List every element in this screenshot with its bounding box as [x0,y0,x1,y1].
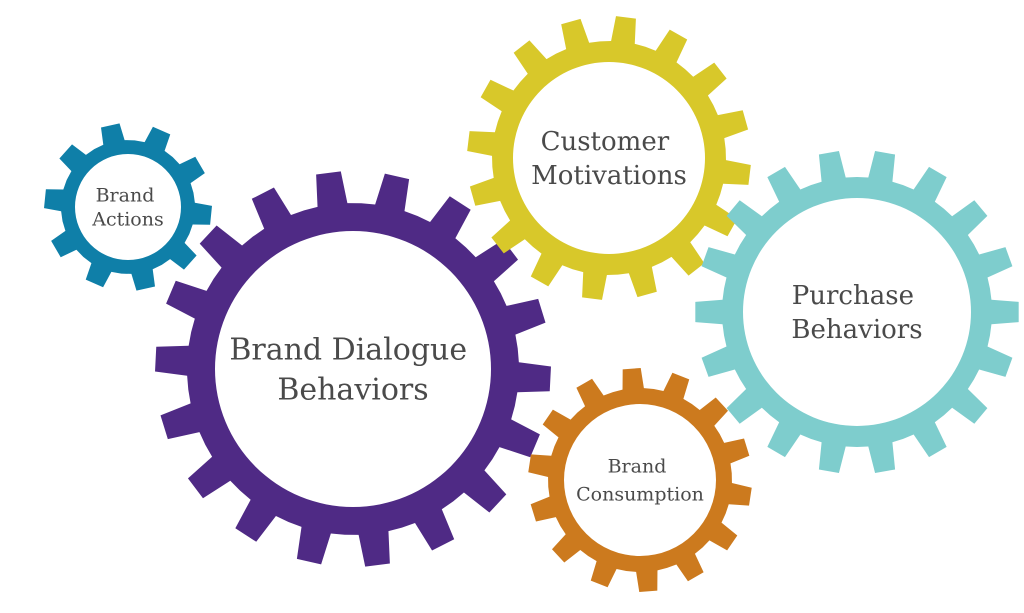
gear-brand-consumption-shape [528,368,752,592]
gear-purchase-behaviors-label-line-2: Behaviors [791,315,922,345]
gear-brand-actions-label-line-2: Actions [91,209,164,231]
gear-customer-motivations-label: Customer Motivations [531,127,687,191]
gear-brand-dialogue-behaviors: Brand Dialogue Behaviors [155,171,551,567]
gear-brand-actions-shape [44,123,212,291]
gear-brand-consumption: Brand Consumption [528,368,752,592]
gear-purchase-behaviors-label: Purchase Behaviors [791,281,922,345]
gear-brand-actions-label-line-1: Brand [96,185,155,207]
gear-brand-actions: Brand Actions [44,123,212,291]
gear-brand-consumption-label: Brand Consumption [576,456,704,506]
gear-purchase-behaviors-shape [695,151,1019,473]
gear-brand-consumption-label-line-1: Brand [608,456,667,478]
gear-customer-motivations-label-line-2: Motivations [531,161,687,191]
gear-brand-dialogue-behaviors-label: Brand Dialogue Behaviors [229,333,476,408]
gear-purchase-behaviors: Purchase Behaviors [695,151,1019,473]
gear-purchase-behaviors-label-line-1: Purchase [792,281,914,311]
gear-brand-dialogue-behaviors-shape [155,171,551,567]
gear-customer-motivations-shape [467,16,751,300]
gear-brand-dialogue-behaviors-label-line-2: Behaviors [277,373,428,408]
gear-customer-motivations-label-line-1: Customer [541,127,670,157]
gear-customer-motivations: Customer Motivations [467,16,751,300]
gear-brand-actions-label: Brand Actions [91,185,164,231]
gear-brand-dialogue-behaviors-label-line-1: Brand Dialogue [229,333,467,368]
gear-brand-consumption-label-line-2: Consumption [576,484,704,506]
